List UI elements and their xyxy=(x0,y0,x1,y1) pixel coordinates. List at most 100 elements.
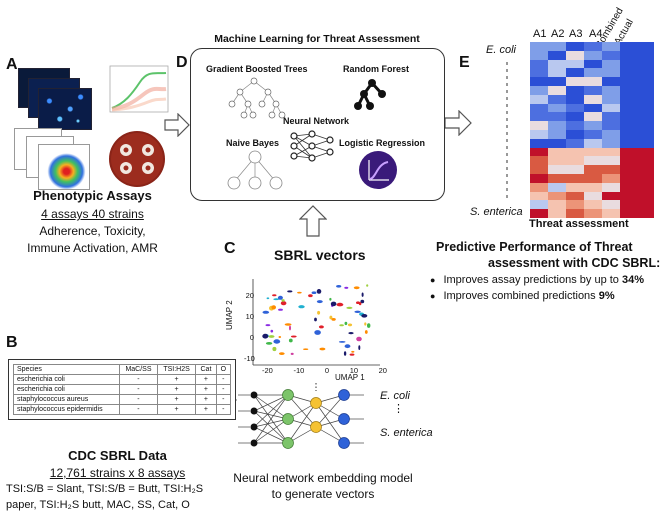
heatmap-cell xyxy=(566,77,584,87)
umap-point xyxy=(262,310,270,314)
heatmap-cell xyxy=(620,200,654,210)
umap-ytick: 0 xyxy=(249,333,254,342)
heatmap-cell xyxy=(620,191,654,201)
neural-network-icon xyxy=(290,130,334,162)
table-cell: - xyxy=(119,374,158,385)
heatmap-cell xyxy=(548,138,566,149)
heatmap-cell xyxy=(530,77,548,87)
heatmap-row-dashes xyxy=(506,62,508,202)
heatmap-cell xyxy=(530,121,548,131)
umap-point xyxy=(311,291,317,294)
umap-point xyxy=(314,317,317,322)
table-row: staphylococcus aureus - + + - xyxy=(12,394,232,405)
umap-point xyxy=(364,330,368,334)
table-cell: + xyxy=(156,384,197,395)
heatmap-cell xyxy=(530,50,548,61)
umap-point xyxy=(361,292,364,297)
bullet-2-value: 9% xyxy=(598,290,615,302)
heatmap-cell xyxy=(620,182,654,193)
heatmap-cell xyxy=(548,209,566,219)
umap-point xyxy=(290,352,294,355)
umap-point xyxy=(364,322,367,326)
sbrl-table: Species MaC/SS TSI:H2S Cat O escherichia… xyxy=(12,364,232,415)
heatmap-cell xyxy=(602,156,620,166)
heatmap-cell xyxy=(548,121,566,131)
heatmap-cell xyxy=(602,200,620,210)
heatmap-cell xyxy=(530,59,548,69)
sbrl-vectors-title: SBRL vectors xyxy=(274,247,366,263)
umap-point xyxy=(339,324,344,327)
table-header-cell: Cat xyxy=(195,364,217,375)
heatmap-cell xyxy=(530,147,548,157)
heatmap-column-label-a3: A3 xyxy=(569,28,583,40)
heatmap-cell xyxy=(620,103,654,113)
performance-title-line2: assessment with CDC SBRL: xyxy=(488,256,661,270)
heatmap-cell xyxy=(584,86,602,96)
umap-point xyxy=(329,297,332,301)
umap-point xyxy=(353,286,360,290)
heatmap-cell xyxy=(620,94,654,105)
umap-point xyxy=(273,339,281,344)
umap-point xyxy=(351,350,355,353)
performance-title-line1: Predictive Performance of Threat xyxy=(436,240,633,254)
gradient-boosted-trees-icon xyxy=(228,77,286,119)
heatmap-cell xyxy=(566,42,584,52)
table-row: staphylococcus epidermidis - + + - xyxy=(12,404,232,415)
heatmap-cell xyxy=(548,94,566,105)
ml-models-box xyxy=(190,48,445,201)
microscopy-image-stack xyxy=(18,68,93,130)
umap-point xyxy=(273,298,280,301)
umap-point xyxy=(348,332,354,335)
heatmap-cell xyxy=(602,112,620,122)
heatmap-cell xyxy=(584,138,602,149)
flow-cytometry-plot-stack xyxy=(14,128,94,190)
heatmap-cell xyxy=(584,77,602,87)
umap-point xyxy=(272,294,277,297)
phenotypic-assays-title: Phenotypic Assays xyxy=(33,188,152,203)
table-cell: staphylococcus aureus xyxy=(12,394,121,405)
heatmap-cell xyxy=(602,103,620,113)
umap-point xyxy=(266,297,270,300)
table-row: escherichia coli - + + - xyxy=(12,374,232,385)
heatmap-cell xyxy=(602,50,620,61)
heatmap-xlabel: Threat assessment xyxy=(529,218,629,230)
umap-point xyxy=(316,289,322,294)
growth-curve-plot xyxy=(109,65,169,113)
table-cell: - xyxy=(119,394,158,405)
model-label-nb: Naive Bayes xyxy=(226,138,280,148)
table-cell: - xyxy=(215,404,232,415)
heatmap-cell xyxy=(566,112,584,122)
table-cell: + xyxy=(195,384,217,395)
table-cell: escherichia coli xyxy=(12,374,121,385)
heatmap-cell xyxy=(584,147,602,157)
heatmap-cell xyxy=(566,191,584,201)
table-cell: + xyxy=(195,374,217,385)
embedding-network-diagram xyxy=(238,383,364,449)
heatmap-cell xyxy=(530,156,548,166)
table-cell: + xyxy=(195,404,217,415)
model-label-nn: Neural Network xyxy=(283,116,350,126)
heatmap-cell xyxy=(584,121,602,131)
panel-letter-e: E xyxy=(459,54,470,71)
heatmap-cell xyxy=(530,94,548,105)
umap-point xyxy=(367,323,371,328)
heatmap-cell xyxy=(530,86,548,96)
table-header-cell: MaC/SS xyxy=(119,364,158,375)
logistic-regression-icon xyxy=(359,151,397,189)
heatmap-cell xyxy=(548,112,566,122)
heatmap-cell xyxy=(530,68,548,78)
random-forest-icon xyxy=(354,79,386,110)
table-cell: + xyxy=(156,374,197,385)
umap-point xyxy=(346,306,353,309)
heatmap-cell xyxy=(602,121,620,131)
umap-point xyxy=(354,310,361,313)
heatmap-cell xyxy=(602,209,620,219)
heatmap-cell xyxy=(548,103,566,113)
heatmap-cell xyxy=(620,50,654,61)
heatmap-cell xyxy=(602,42,620,52)
performance-bullet-1: ●Improves assay predictions by up to 34% xyxy=(430,274,644,286)
heatmap-cell xyxy=(584,42,602,52)
cdc-sbrl-line1: TSI:S/B = Slant, TSI:S/B = Butt, TSI:H₂S xyxy=(6,483,204,495)
cdc-sbrl-line2: paper, TSI:H₂S butt, MAC, SS, Cat, O xyxy=(6,499,190,511)
umap-point xyxy=(272,346,277,352)
